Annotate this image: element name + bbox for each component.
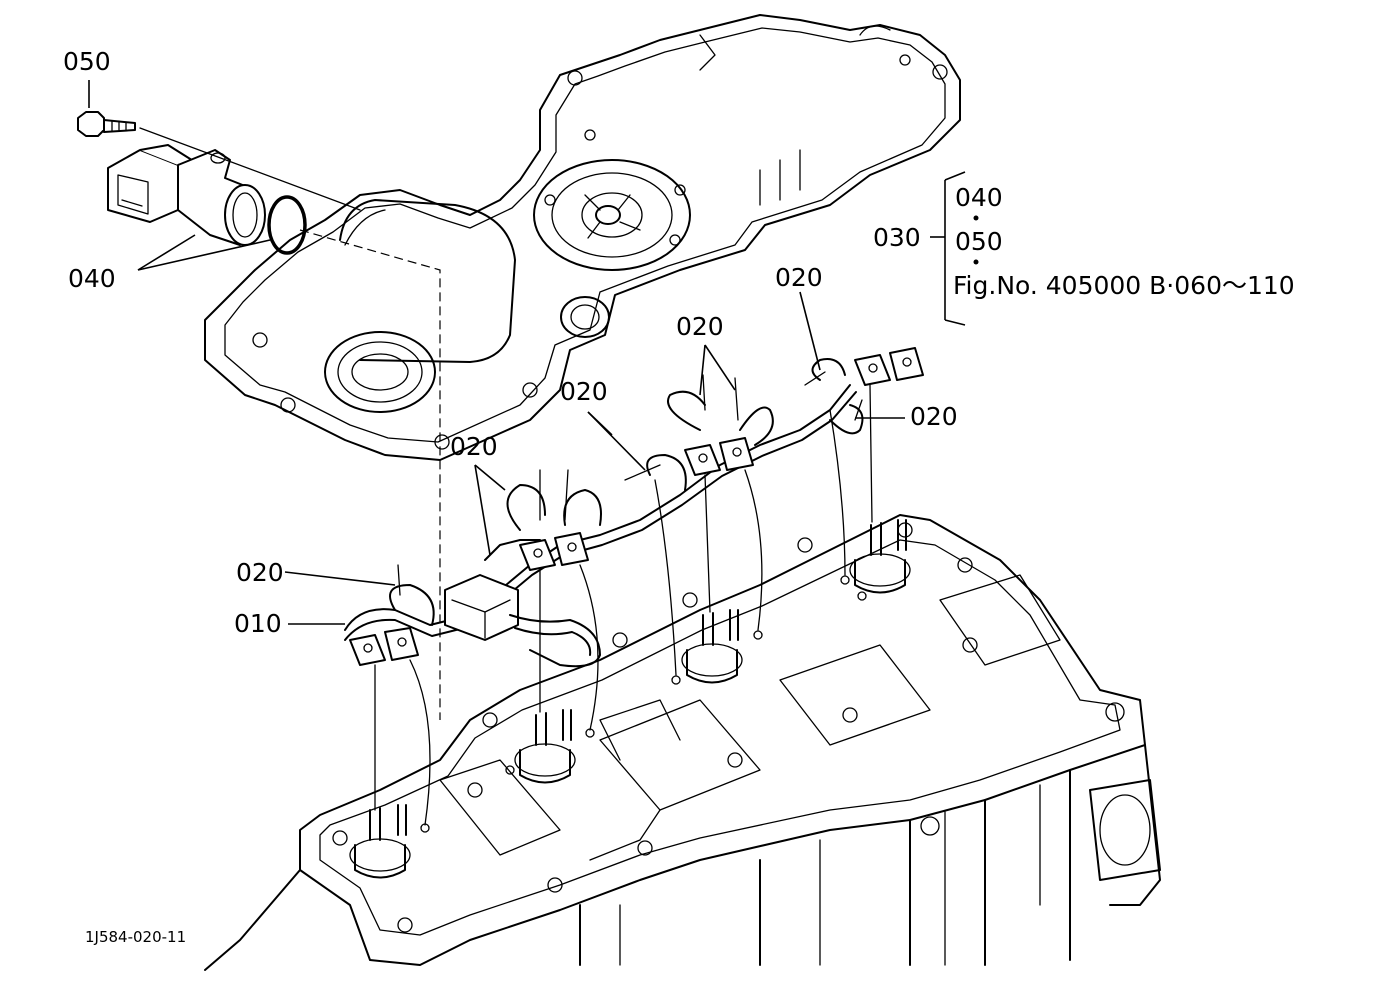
injector-connector-2 — [519, 532, 589, 571]
callout-020-b: 020 — [676, 312, 724, 341]
callout-020-a: 020 — [775, 263, 823, 292]
callout-050: 050 — [63, 47, 111, 76]
injector-connector-1 — [349, 627, 419, 666]
injector-harness-010 — [344, 347, 924, 826]
gear-case-cover — [204, 14, 961, 461]
callout-020-d: 020 — [910, 402, 958, 431]
drawing-id: 1J584-020-11 — [85, 928, 186, 946]
callout-010: 010 — [234, 609, 282, 638]
brace-item-050: 050 — [955, 227, 1003, 256]
callout-020-c: 020 — [560, 377, 608, 406]
injector-connector-4 — [854, 347, 924, 386]
separator-dot-1 — [973, 215, 979, 221]
brace-item-040: 040 — [955, 183, 1003, 212]
callout-020-e: 020 — [450, 432, 498, 461]
separator-dot-2 — [973, 259, 979, 265]
engine-block — [204, 514, 1161, 971]
callout-020-f: 020 — [236, 558, 284, 587]
crank-position-sensor-assembly — [77, 111, 441, 720]
bolt-050 — [77, 111, 136, 137]
o-ring-040 — [267, 195, 307, 255]
figure-reference: Fig.No. 405000 B·060～110 — [953, 271, 1295, 300]
callout-leaders — [88, 80, 966, 625]
injector-connector-3 — [684, 437, 754, 476]
callout-040: 040 — [68, 264, 116, 293]
callout-030: 030 — [873, 223, 921, 252]
